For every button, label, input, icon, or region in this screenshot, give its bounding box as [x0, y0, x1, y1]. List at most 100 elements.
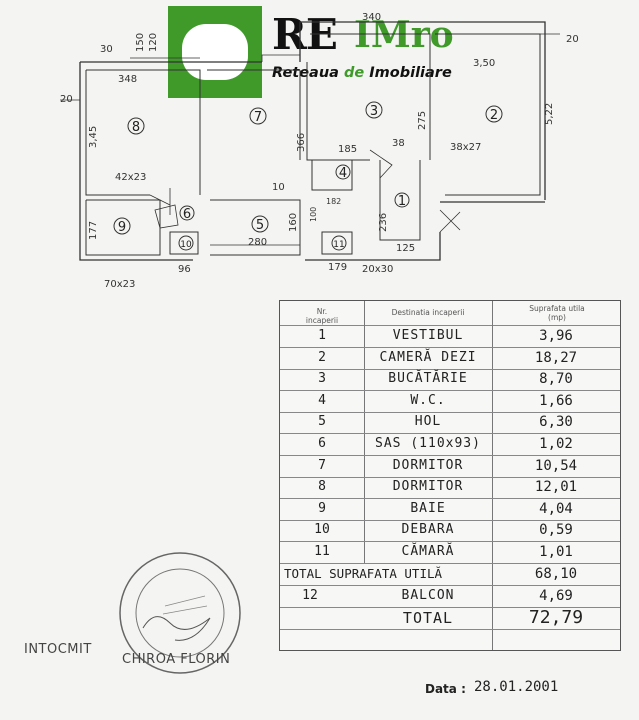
- room-4-marker: 4: [339, 166, 347, 181]
- room-name-cell: CĂMARĂ: [401, 544, 455, 559]
- dim-20-left: 20: [60, 94, 73, 105]
- dim-177: 177: [88, 221, 99, 240]
- table-header: Nr. incaperii Destinatia incaperii Supra…: [280, 301, 620, 326]
- dim-179: 179: [328, 262, 347, 273]
- room-name-cell: SAS (110x93): [375, 436, 481, 451]
- room-area-cell: 0,59: [539, 522, 573, 539]
- tagline-part-c: Imobiliare: [364, 65, 452, 81]
- table-row: 5 HOL 6,30: [280, 411, 620, 435]
- dim-30: 30: [100, 44, 113, 55]
- total-label: TOTAL: [402, 609, 454, 627]
- room-number-markers: 8 7 3 2 4 1 6 5 9 10 11: [113, 101, 503, 251]
- header-area: Suprafata utila (mp): [512, 304, 602, 322]
- total-util-label: TOTAL SUPRAFATA UTILĂ: [284, 566, 443, 581]
- dim-340: 340: [362, 12, 381, 23]
- table-row: 8 DORMITOR 12,01: [280, 476, 620, 500]
- room-5-marker: 5: [256, 218, 264, 233]
- room-area-cell: 18,27: [534, 349, 578, 366]
- dim-350: 3,50: [473, 58, 495, 69]
- room-number-cell: 10: [314, 522, 330, 538]
- room-area-cell: 4,04: [539, 500, 573, 517]
- table-row: 7 DORMITOR 10,54: [280, 455, 620, 478]
- rooms-table: Nr. incaperii Destinatia incaperii Supra…: [279, 300, 621, 651]
- dim-185: 185: [338, 144, 357, 155]
- room-9-marker: 9: [118, 220, 126, 235]
- room-name-cell: VESTIBUL: [392, 328, 464, 343]
- dim-348: 348: [118, 74, 137, 85]
- table-row: 10 DEBARA 0,59: [280, 519, 620, 543]
- prepared-by-label: INTOCMIT: [24, 642, 92, 657]
- header-nr-line2: incaperii: [305, 316, 339, 325]
- dim-96: 96: [178, 264, 191, 275]
- room-area-cell: 12,01: [534, 479, 578, 496]
- room-name-cell: DEBARA: [401, 522, 455, 538]
- room-name-cell: HOL: [414, 414, 442, 430]
- logo-imro-text: IMro: [354, 14, 454, 56]
- table-row: 11 CĂMARĂ 1,01: [280, 541, 620, 564]
- room-number-cell: 2: [318, 349, 326, 365]
- room-name-cell: BUCĂTĂRIE: [388, 371, 468, 387]
- room-10-marker: 10: [180, 240, 192, 250]
- room-area-cell: 10,54: [534, 457, 578, 474]
- room-number-cell: 8: [318, 479, 326, 495]
- room-6-marker: 6: [183, 207, 191, 222]
- column-divider: [364, 301, 365, 563]
- room-3-marker: 3: [370, 104, 378, 119]
- dim-182: 182: [326, 197, 341, 206]
- room-1-marker: 1: [398, 194, 406, 209]
- balcon-row: 12 BALCON 4,69: [280, 585, 620, 608]
- floor-plan: 8 7 3 2 4 1 6 5 9 10 11 340 20 30 150 12…: [60, 12, 579, 290]
- room-area-cell: 6,30: [539, 414, 573, 431]
- total-util-value: 68,10: [534, 566, 578, 582]
- table-row: 1 VESTIBUL 3,96: [280, 325, 620, 348]
- header-destination: Destinatia incaperii: [391, 308, 465, 317]
- total-value: 72,79: [528, 607, 584, 628]
- dim-345: 3,45: [88, 126, 99, 148]
- dim-10: 10: [272, 182, 285, 193]
- dim-160: 160: [288, 213, 299, 232]
- tagline-part-a: Reteaua: [272, 65, 344, 81]
- dim-366: 366: [296, 133, 307, 152]
- room-number-cell: 1: [318, 328, 326, 343]
- room-area-cell: 3,96: [539, 328, 573, 344]
- room-name-cell: W.C.: [410, 392, 446, 408]
- dim-125: 125: [396, 243, 415, 254]
- dim-275: 275: [417, 111, 428, 130]
- room-name-cell: BAIE: [410, 500, 446, 516]
- dim-236: 236: [378, 213, 389, 232]
- table-row: 9 BAIE 4,04: [280, 498, 620, 521]
- cadastral-stamp: [119, 552, 241, 674]
- room-area-cell: 1,66: [539, 392, 573, 409]
- total-util-row: TOTAL SUPRAFATA UTILĂ 68,10: [280, 563, 620, 586]
- dim-120: 120: [148, 33, 159, 52]
- dim-70x23: 70x23: [104, 279, 135, 290]
- room-2-marker: 2: [490, 108, 498, 123]
- room-8-marker: 8: [132, 120, 140, 135]
- header-area-line1: Suprafata utila: [529, 304, 585, 313]
- room-number-cell: 9: [318, 500, 326, 516]
- balcon-area: 4,69: [539, 588, 573, 604]
- room-number-cell: 3: [318, 371, 326, 387]
- header-area-line2: (mp): [548, 313, 566, 322]
- dim-522: 5,22: [544, 103, 555, 125]
- dim-280: 280: [248, 237, 267, 248]
- room-area-cell: 1,02: [539, 436, 573, 452]
- date-label: Data :: [425, 682, 466, 696]
- room-number-cell: 5: [318, 414, 326, 430]
- tagline-part-b: de: [343, 65, 365, 81]
- room-name-cell: DORMITOR: [392, 457, 464, 473]
- room-number-cell: 4: [318, 392, 326, 408]
- dim-20x30: 20x30: [362, 264, 393, 275]
- header-nr: Nr. incaperii: [300, 307, 344, 325]
- dim-100: 100: [309, 207, 318, 222]
- room-number-cell: 11: [314, 544, 330, 559]
- author-name: CHIROA FLORIN: [122, 652, 231, 667]
- dim-150: 150: [135, 33, 146, 52]
- room-area-cell: 1,01: [539, 544, 573, 560]
- balcon-nr: 12: [302, 588, 318, 603]
- room-number-cell: 7: [318, 457, 326, 473]
- dim-20-right: 20: [566, 34, 579, 45]
- room-name-cell: DORMITOR: [392, 479, 464, 495]
